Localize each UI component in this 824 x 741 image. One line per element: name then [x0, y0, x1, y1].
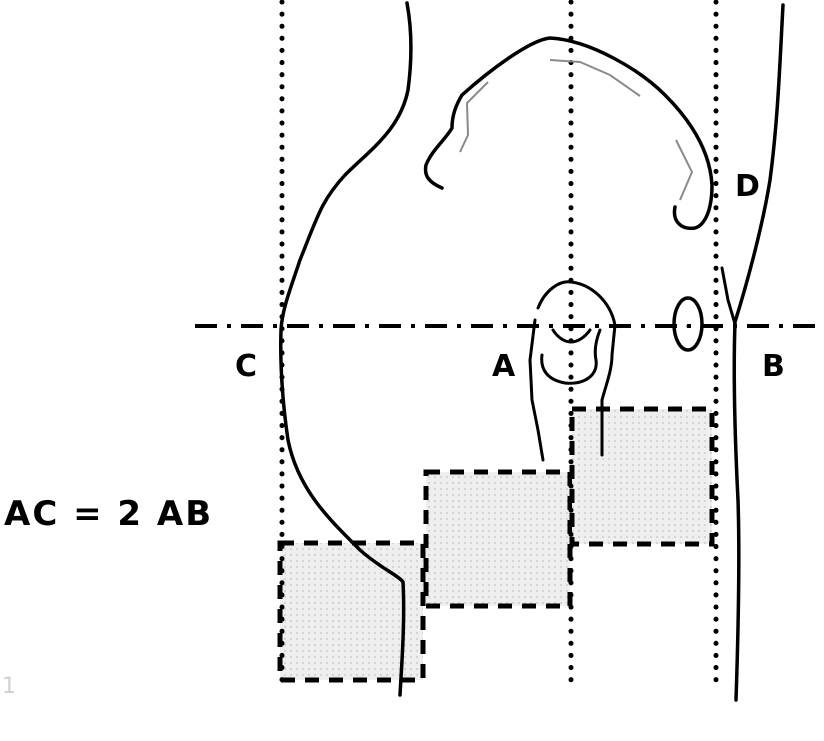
label-point-b: B: [762, 349, 785, 384]
central-structure-arc: [551, 328, 592, 344]
central-structure-inner: [540, 328, 602, 385]
head-inner-line-top: [549, 59, 641, 97]
label-point-c: C: [235, 349, 258, 384]
body-inner-stroke: [720, 266, 737, 326]
box-left: [277, 540, 426, 683]
body-outline-left: [279, 1, 413, 697]
box-middle: [423, 469, 573, 609]
equation-label: AC = 2 AB: [4, 494, 214, 534]
shaded-boxes: [277, 406, 715, 683]
oval-center-dot: [686, 324, 690, 328]
central-structure: [536, 280, 617, 457]
oval-structure: [672, 296, 704, 352]
head-inner-line-left: [459, 81, 489, 153]
head-outline: [423, 36, 714, 231]
box-right: [569, 406, 715, 547]
central-structure-stem: [528, 318, 545, 462]
figure-number: 1: [2, 674, 16, 699]
label-point-d: D: [735, 169, 760, 204]
label-point-a: A: [492, 349, 516, 384]
head-inner-line-right: [675, 139, 694, 201]
